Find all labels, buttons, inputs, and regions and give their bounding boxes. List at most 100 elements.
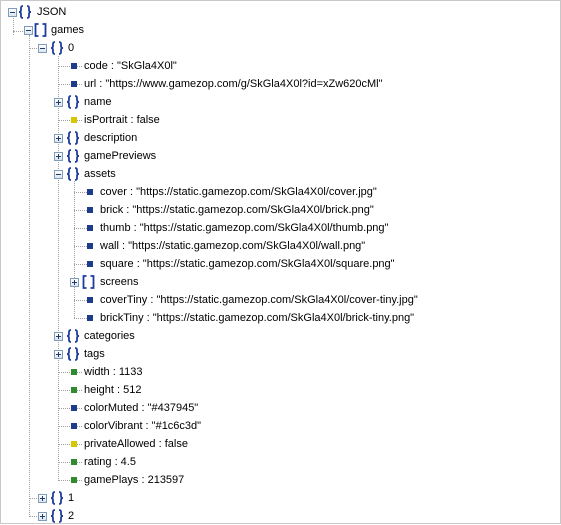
tree-line <box>58 120 82 121</box>
tree-leaf-url[interactable]: url : "https://www.gamezop.com/g/SkGla4X… <box>1 75 401 93</box>
leaf-label: gamePlays : 213597 <box>84 474 185 486</box>
tree-leaf-square[interactable]: square : "https://static.gamezop.com/SkG… <box>1 255 421 273</box>
tree-node-tags[interactable]: tags <box>1 345 131 363</box>
node-label: name <box>84 96 112 108</box>
collapse-toggle-icon[interactable] <box>8 8 17 17</box>
expand-toggle-icon[interactable] <box>54 152 63 161</box>
tree-node-name[interactable]: name <box>1 93 141 111</box>
tree-line <box>58 426 82 427</box>
node-label: 1 <box>68 492 75 504</box>
tree-line <box>58 84 82 85</box>
tree-node-item-2[interactable]: 2 <box>1 507 101 525</box>
tree-line <box>74 228 87 229</box>
tree-node-description[interactable]: description <box>1 129 161 147</box>
node-label: JSON <box>37 6 67 18</box>
tree-line <box>74 192 87 193</box>
expand-toggle-icon[interactable] <box>38 512 47 521</box>
leaf-label: colorMuted : "#437945" <box>84 402 199 414</box>
square-brackets-icon <box>82 275 95 289</box>
tree-line <box>58 462 82 463</box>
yellow-square-icon <box>71 117 77 123</box>
expand-toggle-icon[interactable] <box>54 350 63 359</box>
yellow-square-icon <box>71 441 77 447</box>
blue-square-icon <box>87 207 93 213</box>
leaf-label: cover : "https://static.gamezop.com/SkGl… <box>100 186 377 198</box>
expand-toggle-icon[interactable] <box>70 278 79 287</box>
green-square-icon <box>71 387 77 393</box>
leaf-label: height : 512 <box>84 384 142 396</box>
node-label: gamePreviews <box>84 150 157 162</box>
node-label: description <box>84 132 138 144</box>
tree-line <box>13 31 23 32</box>
leaf-label: coverTiny : "https://static.gamezop.com/… <box>100 294 418 306</box>
collapse-toggle-icon[interactable] <box>38 44 47 53</box>
tree-node-item-1[interactable]: 1 <box>1 489 101 507</box>
tree-leaf-colormuted[interactable]: colorMuted : "#437945" <box>1 399 221 417</box>
expand-toggle-icon[interactable] <box>54 98 63 107</box>
expand-toggle-icon[interactable] <box>54 332 63 341</box>
tree-line <box>74 318 87 319</box>
tree-leaf-thumb[interactable]: thumb : "https://static.gamezop.com/SkGl… <box>1 219 401 237</box>
curly-braces-icon <box>66 167 80 181</box>
tree-line <box>58 480 82 481</box>
tree-line <box>74 210 87 211</box>
expand-toggle-icon[interactable] <box>38 494 47 503</box>
green-square-icon <box>71 477 77 483</box>
tree-line <box>58 66 82 67</box>
tree-node-categories[interactable]: categories <box>1 327 161 345</box>
node-label: tags <box>84 348 105 360</box>
blue-square-icon <box>87 243 93 249</box>
tree-line <box>74 264 87 265</box>
leaf-label: brickTiny : "https://static.gamezop.com/… <box>100 312 415 324</box>
tree-leaf-rating[interactable]: rating : 4.5 <box>1 453 181 471</box>
blue-square-icon <box>87 315 93 321</box>
curly-braces-icon <box>66 95 80 109</box>
tree-line <box>29 498 39 499</box>
curly-braces-icon <box>18 5 32 19</box>
tree-line <box>29 48 39 49</box>
blue-square-icon <box>71 405 77 411</box>
tree-line <box>29 35 30 517</box>
tree-leaf-colorvibrant[interactable]: colorVibrant : "#1c6c3d" <box>1 417 221 435</box>
green-square-icon <box>71 369 77 375</box>
tree-leaf-privateallowed[interactable]: privateAllowed : false <box>1 435 221 453</box>
curly-braces-icon <box>50 41 64 55</box>
tree-node-gamepreviews[interactable]: gamePreviews <box>1 147 171 165</box>
blue-square-icon <box>87 261 93 267</box>
tree-line <box>29 516 39 517</box>
tree-leaf-width[interactable]: width : 1133 <box>1 363 181 381</box>
curly-braces-icon <box>66 131 80 145</box>
tree-leaf-bricktiny[interactable]: brickTiny : "https://static.gamezop.com/… <box>1 309 441 327</box>
tree-leaf-isportrait[interactable]: isPortrait : false <box>1 111 201 129</box>
tree-leaf-wall[interactable]: wall : "https://static.gamezop.com/SkGla… <box>1 237 401 255</box>
tree-leaf-gameplays[interactable]: gamePlays : 213597 <box>1 471 201 489</box>
blue-square-icon <box>87 225 93 231</box>
tree-node-screens[interactable]: screens <box>1 273 151 291</box>
tree-line <box>74 246 87 247</box>
curly-braces-icon <box>50 491 64 505</box>
curly-braces-icon <box>66 329 80 343</box>
tree-leaf-code[interactable]: code : "SkGla4X0l" <box>1 57 261 75</box>
tree-leaf-cover[interactable]: cover : "https://static.gamezop.com/SkGl… <box>1 183 401 201</box>
tree-node-assets[interactable]: assets <box>1 165 141 183</box>
node-label: 0 <box>68 42 75 54</box>
tree-leaf-brick[interactable]: brick : "https://static.gamezop.com/SkGl… <box>1 201 401 219</box>
tree-leaf-height[interactable]: height : 512 <box>1 381 181 399</box>
collapse-toggle-icon[interactable] <box>24 26 33 35</box>
tree-node-item-0[interactable]: 0 <box>1 39 121 57</box>
blue-square-icon <box>71 63 77 69</box>
tree-node-games[interactable]: games <box>1 21 141 39</box>
tree-node-root[interactable]: JSON <box>1 3 121 21</box>
node-label: screens <box>100 276 139 288</box>
tree-line <box>13 16 14 35</box>
green-square-icon <box>71 459 77 465</box>
node-label: games <box>51 24 85 36</box>
collapse-toggle-icon[interactable] <box>54 170 63 179</box>
tree-leaf-covertiny[interactable]: coverTiny : "https://static.gamezop.com/… <box>1 291 441 309</box>
leaf-label: brick : "https://static.gamezop.com/SkGl… <box>100 204 374 216</box>
node-label: assets <box>84 168 116 180</box>
leaf-label: square : "https://static.gamezop.com/SkG… <box>100 258 395 270</box>
leaf-label: wall : "https://static.gamezop.com/SkGla… <box>100 240 366 252</box>
expand-toggle-icon[interactable] <box>54 134 63 143</box>
